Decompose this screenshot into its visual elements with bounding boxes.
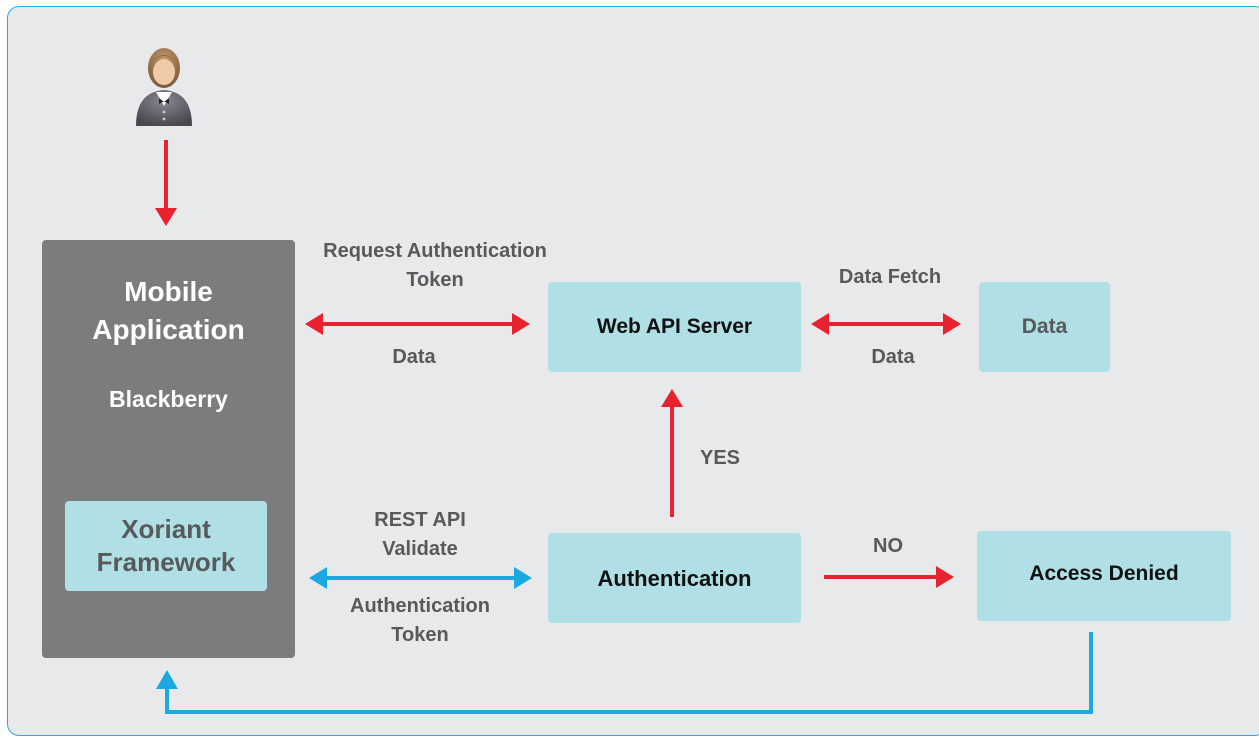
edge-label-data-from-store: Data: [871, 346, 915, 368]
arrow-user-to-app: [155, 140, 177, 226]
authentication-node: Authentication: [548, 533, 801, 623]
mobile-application-node: Mobile Application Blackberry: [42, 240, 295, 658]
edge-label-request-token: Request Authentication Token: [323, 240, 547, 291]
edge-label-yes: YES: [699, 447, 741, 469]
data-store-node: Data: [979, 282, 1110, 372]
arrow-auth-to-denied: [824, 566, 954, 588]
edge-label-data-fetch: Data Fetch: [838, 266, 942, 288]
authentication-label: Authentication: [597, 566, 752, 591]
edge-label-no: NO: [873, 535, 903, 557]
web-api-server-node: Web API Server: [548, 282, 801, 372]
user-avatar-icon: [136, 48, 192, 126]
data-store-label: Data: [1021, 315, 1068, 338]
arrow-auth-to-webapi: [661, 389, 683, 517]
arrow-denied-to-app: [156, 632, 1093, 714]
arrow-app-webapi: [305, 313, 530, 335]
xoriant-framework-label: Xoriant Framework: [96, 514, 236, 577]
web-api-server-label: Web API Server: [596, 315, 753, 338]
edge-label-auth-token: Authentication Token: [350, 595, 490, 646]
xoriant-framework-node: Xoriant Framework: [65, 501, 267, 591]
edge-label-rest-validate: REST API Validate: [374, 509, 466, 560]
arrow-app-auth: [309, 567, 532, 589]
arrow-webapi-data: [811, 313, 961, 335]
access-denied-label: Access Denied: [1029, 562, 1179, 585]
access-denied-node: Access Denied: [977, 531, 1231, 621]
mobile-platform-label: Blackberry: [109, 386, 228, 412]
edge-label-data-to-app: Data: [392, 346, 436, 368]
mobile-application-title: Mobile Application: [92, 276, 245, 345]
